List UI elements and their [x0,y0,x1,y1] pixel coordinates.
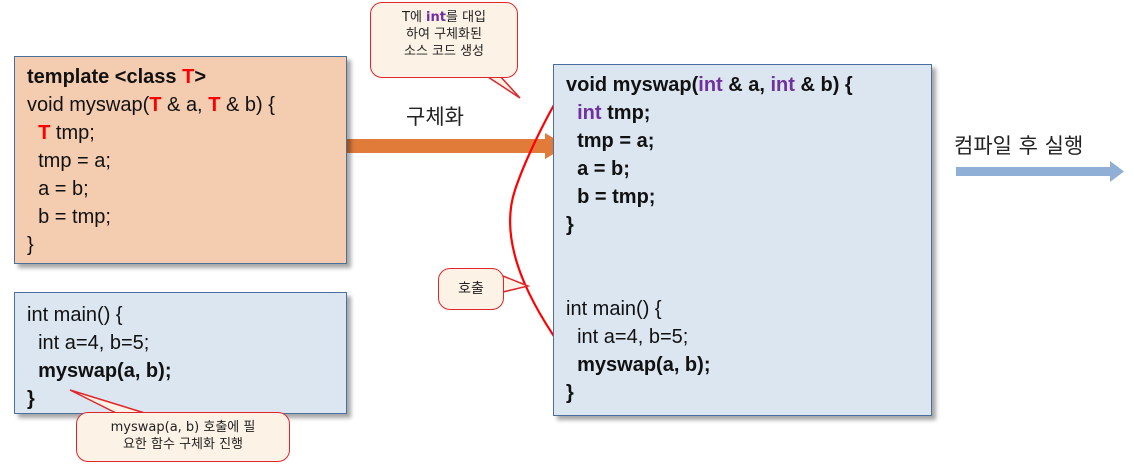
code-line: void myswap(T & a, T & b) { [27,91,334,119]
code-token: tmp = a; [27,150,111,172]
code-token: a = b; [566,158,630,180]
code-token: & a, [161,94,209,116]
instantiated-code-box: void myswap(int & a, int & b) { int tmp;… [553,64,932,416]
code-token: & b) { [794,74,853,96]
type-keyword: int [577,102,602,124]
code-token: int a=4, b=5; [566,326,689,348]
code-token: myswap(a, b); [566,354,711,376]
code-line: myswap(a, b); [27,357,334,385]
type-keyword: T [208,94,221,116]
code-token: b = tmp; [566,186,656,208]
callout-generate-source: T에 int를 대입 하여 구체화된 소스 코드 생성 [370,2,518,78]
code-token: int main() { [566,298,662,320]
code-line: b = tmp; [27,203,334,231]
code-line: b = tmp; [566,183,919,211]
code-token: } [566,382,574,404]
code-line: } [27,231,334,259]
main-code-box: int main() { int a=4, b=5; myswap(a, b);… [14,292,347,414]
code-line: int tmp; [566,99,919,127]
code-line: a = b; [27,175,334,203]
code-token: a = b; [27,178,89,200]
code-line: int a=4, b=5; [27,329,334,357]
callout-top-post: 를 대입 [445,10,486,25]
callout-top-pre: T에 [402,10,427,25]
code-token: void myswap( [27,94,150,116]
code-line: tmp = a; [27,147,334,175]
template-code-box: template <class T>void myswap(T & a, T &… [14,56,347,264]
callout-bottom-line2: 요한 함수 구체화 진행 [122,437,244,452]
code-line: int a=4, b=5; [566,323,919,351]
code-line: } [566,211,919,239]
callout-top-keyword: int [426,10,446,25]
code-line: void myswap(int & a, int & b) { [566,71,919,99]
code-token: int a=4, b=5; [27,332,150,354]
code-token: myswap(a, b); [27,360,172,382]
code-line: } [27,385,334,413]
type-keyword: T [38,122,51,144]
code-line: int main() { [27,301,334,329]
code-token: b = tmp; [27,206,111,228]
code-line: int main() { [566,295,919,323]
code-token: > [194,66,206,88]
type-keyword: int [770,74,795,96]
code-token: & a, [722,74,771,96]
code-token: tmp; [601,102,651,124]
code-token: } [27,234,34,256]
code-line: template <class T> [27,63,334,91]
code-token: & b) { [220,94,275,116]
callout-call: 호출 [438,268,504,310]
callout-call-text: 호출 [458,281,484,297]
code-token: tmp = a; [566,130,655,152]
callout-bottom-line1: myswap(a, b) 호출에 필 [110,420,256,435]
compile-arrow [956,161,1124,182]
callout-top-line2: 하여 구체화된 [406,27,482,42]
callout-top-line3: 소스 코드 생성 [403,44,485,59]
type-keyword: T [182,66,195,88]
instantiate-label: 구체화 [406,105,464,129]
callout-instantiate-needed: myswap(a, b) 호출에 필 요한 함수 구체화 진행 [76,412,290,462]
type-keyword: int [698,74,723,96]
type-keyword: T [149,94,162,116]
code-token: void myswap( [566,74,699,96]
code-token: tmp; [50,122,95,144]
compile-run-label: 컴파일 후 실행 [954,134,1084,158]
code-line: tmp = a; [566,127,919,155]
code-token: template <class [27,66,183,88]
code-line: a = b; [566,155,919,183]
code-token: int main() { [27,304,123,326]
code-token: } [27,388,35,410]
code-line: } [566,379,919,407]
code-token: } [566,214,574,236]
code-line: myswap(a, b); [566,351,919,379]
code-line: T tmp; [27,119,334,147]
